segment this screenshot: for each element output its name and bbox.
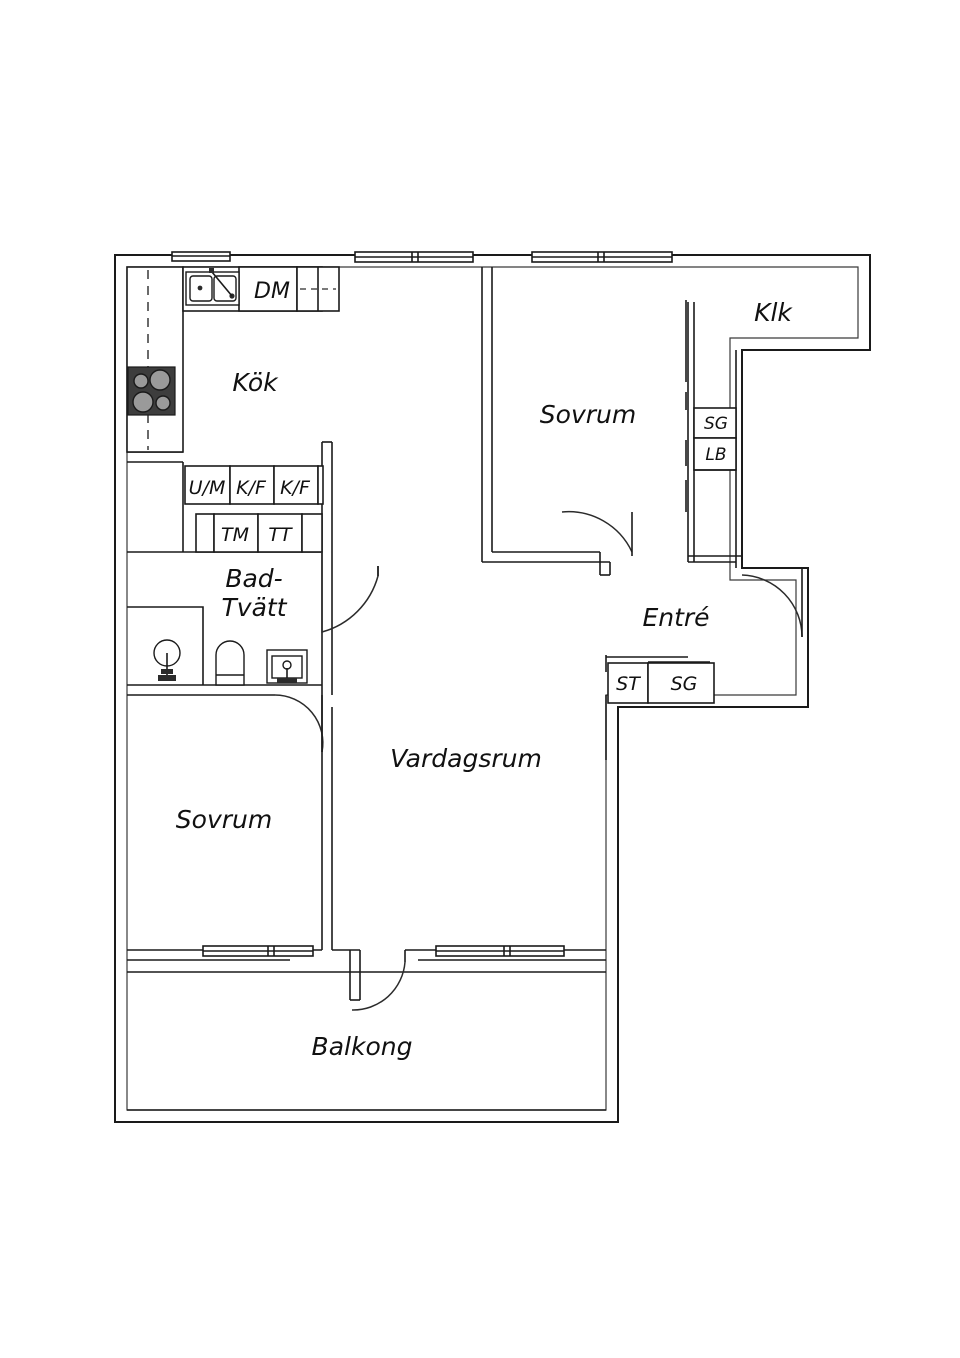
appliance-label-dm: DM xyxy=(254,279,290,304)
door-sovrum2 xyxy=(274,694,324,753)
room-label-entre: Entré xyxy=(642,603,709,632)
doors xyxy=(274,510,803,1011)
window-kok-north xyxy=(171,251,231,262)
appliance-label-kf-2: K/F xyxy=(280,477,311,499)
kitchen-double-sink xyxy=(185,268,240,306)
appliance-row-upper xyxy=(184,465,324,505)
appliance-label-tm: TM xyxy=(221,524,249,546)
door-bad-tvatt xyxy=(321,552,379,633)
appliance-label-kf-1: K/F xyxy=(236,477,267,499)
door-sovrum1 xyxy=(561,510,633,556)
room-labels: Kök Sovrum Klk Bad- Tvätt Entré Vardagsr… xyxy=(176,298,794,1061)
bathroom-fixtures xyxy=(127,606,308,686)
room-label-klk: Klk xyxy=(754,298,793,327)
room-label-sovrum-1: Sovrum xyxy=(540,400,636,429)
window-kitchen-top xyxy=(354,251,474,263)
storage-label-lb-klk: LB xyxy=(705,445,726,465)
room-label-balkong: Balkong xyxy=(312,1032,413,1061)
door-entre-main xyxy=(741,568,803,638)
room-label-kok: Kök xyxy=(232,368,279,397)
appliance-row-lower xyxy=(195,513,323,553)
floor-drain xyxy=(153,639,181,681)
room-label-bad-line1: Bad- xyxy=(225,564,282,593)
appliance-label-um: U/M xyxy=(189,477,226,499)
window-vardagsrum-south xyxy=(435,945,565,957)
closet-boxes xyxy=(606,300,737,704)
toilet xyxy=(215,640,245,686)
storage-label-st: ST xyxy=(616,673,641,695)
washbasin xyxy=(266,649,308,684)
windows xyxy=(171,251,673,957)
stove-cooktop xyxy=(127,366,176,416)
room-label-vardagsrum: Vardagsrum xyxy=(390,744,542,773)
kitchen-cabinetry xyxy=(126,266,340,553)
appliance-labels: DM U/M K/F K/F TM TT xyxy=(189,279,311,546)
appliance-label-tt: TT xyxy=(268,524,293,546)
storage-labels: SG LB ST SG xyxy=(616,414,728,695)
storage-label-sg-klk: SG xyxy=(704,414,728,434)
door-balkong xyxy=(351,961,406,1011)
room-label-bad-line2: Tvätt xyxy=(222,593,288,622)
window-sovrum2-south xyxy=(202,945,314,957)
window-sovrum1-north xyxy=(531,251,673,263)
room-label-sovrum-2: Sovrum xyxy=(176,805,272,834)
storage-label-sg-hall: SG xyxy=(671,673,698,695)
